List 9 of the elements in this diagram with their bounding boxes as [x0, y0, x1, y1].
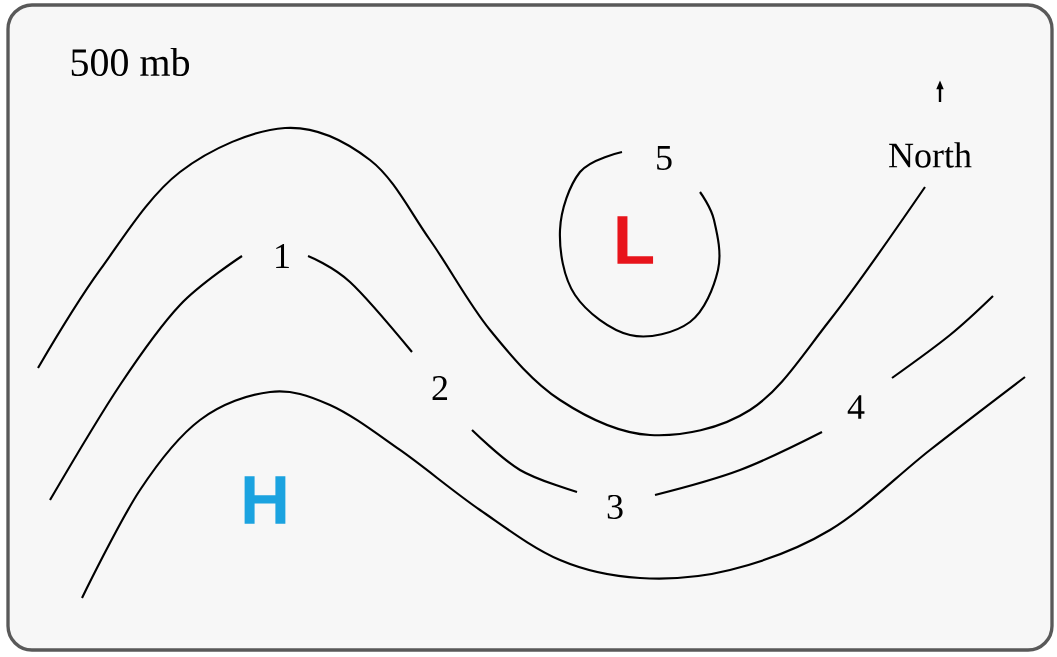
contour-value: 3	[607, 494, 623, 520]
low-pressure-marker: L	[617, 216, 654, 264]
contour-value: North	[889, 142, 972, 168]
contour-value: 1	[276, 244, 289, 268]
contour-value: 5	[657, 146, 672, 170]
contour-value: 4	[847, 395, 865, 419]
contour-value: 2	[432, 376, 447, 400]
level-label: 500 mb	[71, 47, 190, 77]
high-pressure-marker: H	[244, 476, 286, 524]
